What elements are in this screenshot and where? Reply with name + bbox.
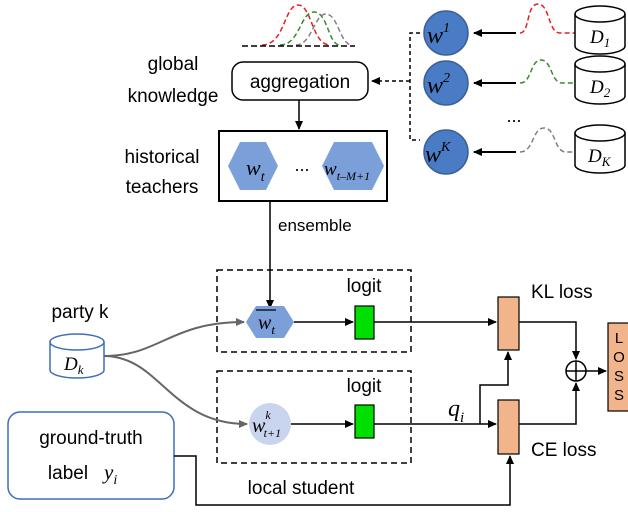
knowledge-label: knowledge <box>128 86 219 107</box>
curve-red <box>261 4 331 46</box>
client-1: w1 <box>423 3 575 56</box>
local-student-label: local student <box>248 478 355 499</box>
kl-loss-label: KL loss <box>531 282 593 303</box>
arrow-kl-to-sum <box>519 321 580 360</box>
client-2: w2 <box>423 59 575 106</box>
teacher-w-t-m-1: wt–M+1 <box>324 159 370 183</box>
teacher-hexagon-current <box>228 142 278 190</box>
loss-letter-2: O <box>613 349 625 366</box>
curve-green <box>279 11 341 46</box>
teacher-hexagon-oldest <box>322 142 384 190</box>
logit-box-student <box>354 404 375 439</box>
curve-gray <box>295 13 353 46</box>
client-k-curve <box>519 127 575 153</box>
logit-label-teacher: logit <box>347 276 383 297</box>
teacher-w-t: wt <box>246 155 266 185</box>
client-k-database: DK <box>574 124 626 174</box>
teachers-label: teachers <box>126 177 199 198</box>
teachers-ellipsis: ... <box>294 155 309 175</box>
arrow-data-to-student <box>103 355 248 428</box>
client-2-database: D2 <box>574 55 626 105</box>
client-k: wK <box>423 127 575 175</box>
svg-text:D2: D2 <box>589 77 611 100</box>
logit-box-teacher <box>354 305 375 340</box>
ensemble-label: ensemble <box>278 216 352 235</box>
client-2-curve <box>519 59 575 84</box>
aggregation-label: aggregation <box>250 72 350 93</box>
ce-loss-box <box>497 399 520 455</box>
client-1-w: w1 <box>427 21 450 49</box>
arrow-ce-to-sum <box>519 382 580 425</box>
aggregated-distribution-curves <box>242 4 355 47</box>
loss-letter-4: S <box>614 387 624 404</box>
svg-text:DK: DK <box>587 146 612 169</box>
historical-label: historical <box>125 147 200 168</box>
client-2-w: w2 <box>427 71 450 99</box>
client-1-curve <box>519 3 575 34</box>
client-2-model-circle <box>423 60 469 106</box>
client-bracket <box>371 32 420 141</box>
q-i-label: qi <box>448 396 464 426</box>
loss-letter-3: S <box>614 368 624 385</box>
student-module-box <box>216 370 412 464</box>
client-1-database: D1 <box>574 5 626 55</box>
aggregation-box <box>231 61 369 101</box>
teacher-module-box <box>216 269 412 353</box>
y-i-label: yi <box>102 460 117 488</box>
sum-operator <box>565 360 587 382</box>
arrow-q-to-kl <box>479 351 512 424</box>
clients-ellipsis: ... <box>506 106 521 126</box>
party-k-database: Dk <box>49 333 105 379</box>
global-label: global <box>148 54 199 75</box>
client-k-model-circle <box>423 129 469 175</box>
ground-truth-label: ground-truth <box>39 428 143 449</box>
party-k-label: party k <box>51 302 109 323</box>
ground-truth-box <box>7 411 175 500</box>
student-model-circle <box>249 403 291 445</box>
svg-text:D1: D1 <box>589 27 610 50</box>
ce-loss-label: CE loss <box>531 440 596 461</box>
svg-text:Dk: Dk <box>63 354 84 377</box>
arrow-ground-truth-to-ce <box>174 455 514 506</box>
client-k-w: wK <box>425 140 451 168</box>
ensembled-teacher-w-bar: wt <box>258 312 275 337</box>
client-1-model-circle <box>423 10 469 56</box>
loss-letter-1: L <box>615 330 623 347</box>
label-word: label <box>48 463 88 484</box>
logit-label-student: logit <box>347 376 383 397</box>
arrow-data-to-teacher <box>103 318 245 357</box>
total-loss-box <box>607 322 628 412</box>
kl-loss-box <box>497 296 520 351</box>
ensembled-teacher-hexagon <box>246 306 294 338</box>
